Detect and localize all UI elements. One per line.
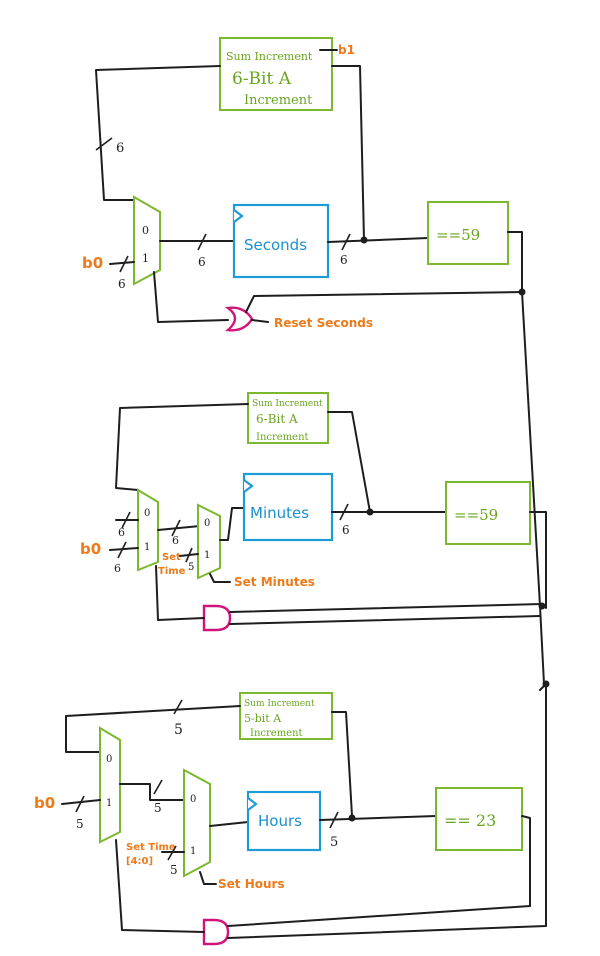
minutes-incrementer [247,392,329,444]
seconds-incrementer-line3: Increment [244,93,313,108]
seconds-reset-or-gate [224,306,254,332]
seconds-reset-label: Reset Seconds [274,316,373,330]
hours-register [246,790,322,852]
seconds-feedback-width: 6 [116,141,124,156]
hours-mux1-in0: 0 [106,754,112,765]
seconds-mux-in0: 0 [142,224,149,237]
minutes-set-label-1: Set [162,552,181,563]
minutes-or-gate [202,604,232,632]
hours-set-label-1: Set Time [126,842,176,853]
hours-register-label: Hours [258,812,302,830]
minutes-comparator-label: ==59 [454,506,498,524]
minutes-feedback-width: 6 [118,526,125,539]
seconds-register [232,203,330,279]
minutes-set-label-2: Time [158,566,186,577]
hours-comparator [435,787,523,851]
seconds-incrementer [219,37,333,111]
seconds-feedback-wire [95,65,221,201]
minutes-incrementer-line1: Sum Increment [252,399,323,409]
hours-select-label: Set Hours [218,877,285,891]
hours-stage: Sum Increment 5-bit A Increment 5 0 1 b0… [34,680,550,946]
minutes-stage: Sum Increment 6-Bit A Increment 0 1 6 b0… [80,291,547,685]
minutes-const-label: b0 [80,540,101,558]
hours-or-gate [202,918,230,946]
seconds-reg-out-width: 6 [340,253,348,267]
minutes-mux2-in1: 1 [204,550,210,561]
minutes-mux2-in0: 0 [204,518,210,529]
hours-mid-width: 5 [154,801,162,815]
seconds-comparator-label: ==59 [436,226,480,244]
seconds-incrementer-line1: Sum Increment [226,50,313,63]
minutes-comparator [445,481,531,545]
hours-feedback-wire [65,705,241,753]
minutes-incrementer-line2: 6-Bit A [256,412,298,426]
minutes-mux-1 [137,488,159,572]
minutes-mux1-in0: 0 [144,508,150,519]
hours-mux-2 [183,768,211,878]
hours-incrementer-line3: Increment [250,728,303,739]
minutes-reg-out-width: 6 [342,523,350,537]
seconds-stage: Sum Increment 6-Bit A Increment b1 6 0 1… [82,37,526,332]
minutes-mid-width: 6 [172,534,179,547]
hours-set-label-2: [4:0] [126,856,153,867]
minutes-feedback-wire [115,403,249,491]
hours-feedback-width: 5 [174,722,183,738]
minutes-mux1-in1: 1 [144,542,150,553]
hours-incrementer-line1: Sum Increment [244,699,315,709]
seconds-mux-out-width: 6 [198,255,206,269]
hours-incrementer-line2: 5-bit A [244,712,282,725]
minutes-register-label: Minutes [250,504,309,522]
hours-mux2-in0: 0 [190,794,196,805]
hours-const-label: b0 [34,794,55,812]
minutes-select-label: Set Minutes [234,575,315,589]
hours-reg-out-width: 5 [330,835,338,850]
minutes-const-width: 6 [114,562,121,575]
hours-incrementer [239,692,333,740]
minutes-set-width: 5 [188,562,194,573]
hours-mux1-in1: 1 [106,798,112,809]
seconds-register-label: Seconds [244,236,307,254]
minutes-register [242,472,334,542]
seconds-const-width: 6 [118,277,126,291]
seconds-const-label: b0 [82,254,103,272]
hours-mux-1 [99,726,121,844]
seconds-mux-in1: 1 [142,252,149,265]
minutes-incrementer-line3: Increment [256,432,309,443]
hours-set-width: 5 [170,863,178,877]
hours-comparator-label: == 23 [444,811,496,830]
seconds-mux [133,195,161,286]
hours-mux2-in1: 1 [190,846,196,857]
minutes-mux-2 [197,503,221,580]
seconds-incrementer-out-label: b1 [338,43,355,57]
seconds-incrementer-line2: 6-Bit A [232,69,292,89]
hours-const-width: 5 [76,817,84,831]
